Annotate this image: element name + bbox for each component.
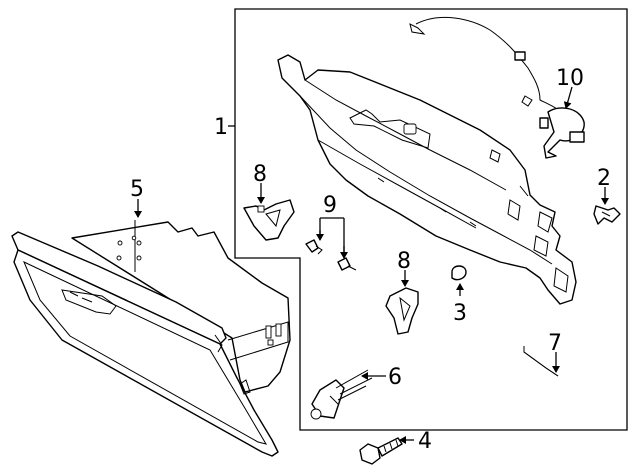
callout-10: 10 bbox=[556, 66, 584, 91]
callout-4: 4 bbox=[418, 429, 432, 454]
callout-9-leader bbox=[319, 217, 345, 256]
bolt bbox=[359, 437, 403, 465]
damper-cable bbox=[409, 17, 585, 159]
glove-box bbox=[11, 220, 291, 457]
callout-8a: 8 bbox=[253, 162, 267, 187]
latch-assembly bbox=[310, 369, 373, 420]
bracket-lower bbox=[385, 287, 419, 335]
callout-8b: 8 bbox=[397, 249, 411, 274]
callout-3: 3 bbox=[453, 301, 467, 326]
callout-10-leader bbox=[563, 86, 573, 109]
callout-5: 5 bbox=[130, 177, 144, 202]
bracket-upper bbox=[243, 199, 295, 241]
bumper bbox=[451, 265, 467, 281]
screws bbox=[305, 239, 357, 271]
clip bbox=[593, 205, 621, 225]
callout-7: 7 bbox=[548, 331, 562, 356]
callout-1: 1 bbox=[214, 115, 228, 140]
callout-9: 9 bbox=[323, 193, 337, 218]
assembly-boundary bbox=[234, 8, 628, 431]
callout-2: 2 bbox=[597, 166, 611, 191]
callout-6: 6 bbox=[388, 365, 402, 390]
glove-box-housing bbox=[277, 54, 577, 305]
